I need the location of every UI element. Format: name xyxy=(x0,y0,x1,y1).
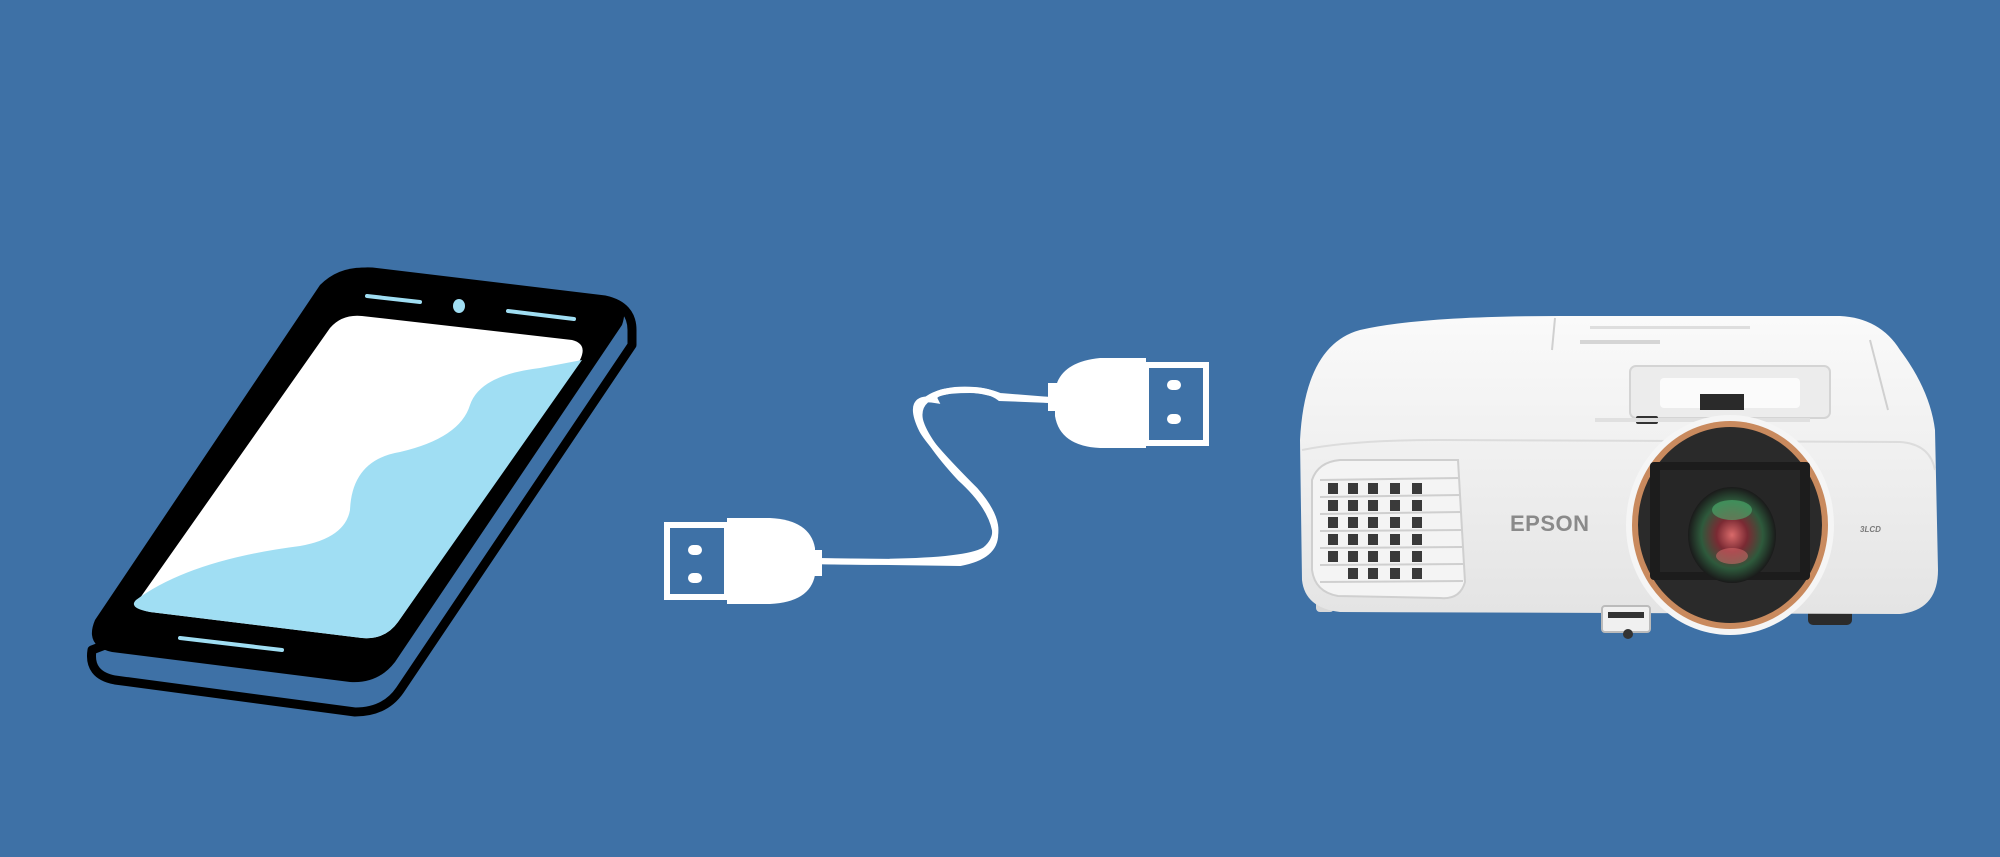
projector-brand-label: EPSON xyxy=(1510,511,1590,536)
projector-focus-dial xyxy=(1700,394,1744,410)
projector-adjust-foot xyxy=(1601,605,1651,633)
phone-earpiece-right xyxy=(506,309,576,321)
projector-3lcd-badge: 3LCD xyxy=(1860,525,1881,534)
phone-screen-wave xyxy=(133,360,582,639)
phone-bottom-bar xyxy=(178,636,284,652)
projector-lens-glass-icon xyxy=(1688,487,1776,583)
usb-connector-left-icon xyxy=(664,518,822,604)
usb-connector-right-icon xyxy=(1048,358,1209,448)
phone-earpiece-left xyxy=(365,294,422,304)
phone-camera-icon xyxy=(453,299,465,313)
